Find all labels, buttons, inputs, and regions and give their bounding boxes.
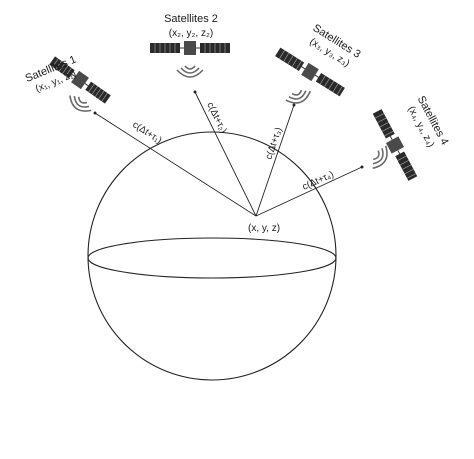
receiver-label: (x, y, z) [248,223,280,234]
satellite-coords: (x₂, y₂, z₂) [169,28,213,39]
satellite-4: Satellites 4 (x₄, y₄, z₄) [372,94,451,181]
satellite-icon [275,47,345,97]
satellite-icon [49,56,111,104]
signal-waves-icon [176,65,204,78]
satellite-1: Satellites 1 (x₁, y₁, z₁) [24,54,111,112]
range-label-1: c(Δt+τ₁) [130,119,163,146]
signal-waves-icon [285,89,312,104]
range-line-3 [255,103,296,217]
signal-waves-icon [69,95,92,112]
satellite-name: Satellites 2 [164,13,218,25]
satellite-icon [150,41,230,55]
signal-waves-icon [372,145,388,170]
satellite-2: Satellites 2 (x₂, y₂, z₂) [150,13,230,78]
satellite-icon [372,109,418,181]
earth-outline [87,131,337,381]
range-line-4 [255,165,364,217]
range-lines [93,90,364,217]
range-line-1 [93,111,257,217]
range-label-4: c(Δt+τ₄) [301,169,336,193]
satellite-3: Satellites 3 (x₃, y₃, z₃) [275,22,363,104]
earth [87,131,337,381]
range-label-3: c(Δt+τ₃) [263,126,284,161]
range-line-2 [193,90,257,217]
earth-equator [87,237,337,279]
